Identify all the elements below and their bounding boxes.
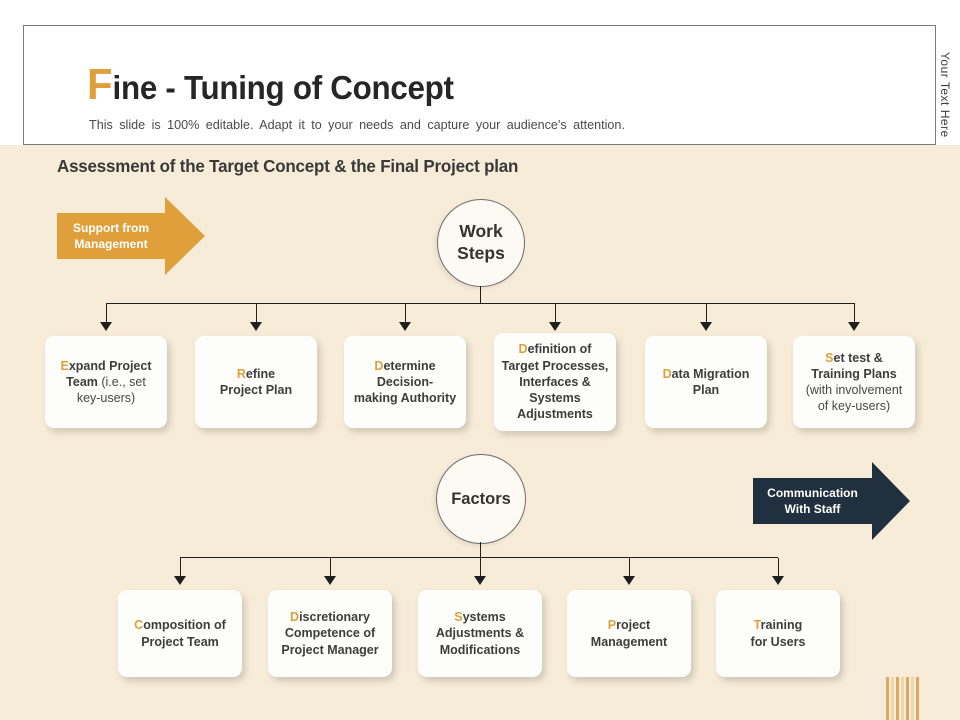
factor-box-project-management[interactable]: Project Management	[567, 590, 691, 677]
down-arrow-icon	[474, 576, 486, 585]
factor-label: Discretionary Competence of Project Mana…	[281, 610, 379, 657]
work-step-box-data-migration-plan[interactable]: Data Migration Plan	[645, 336, 767, 428]
factor-box-composition-project-team[interactable]: Composition of Project Team	[118, 590, 242, 677]
factor-label: Training for Users	[750, 618, 806, 649]
decorative-stripes	[886, 677, 919, 720]
section-heading: Assessment of the Target Concept & the F…	[57, 156, 519, 176]
connector-hline	[106, 303, 855, 304]
down-arrow-icon	[174, 576, 186, 585]
hub-circle-work-steps[interactable]: Work Steps	[437, 199, 525, 287]
work-step-label: Set test & Training Plans (with involvem…	[805, 350, 903, 414]
work-steps-hub-label: Work Steps	[457, 221, 505, 263]
support-arrow-head-icon	[165, 197, 205, 275]
hub-circle-factors[interactable]: Factors	[436, 454, 526, 544]
work-step-box-expand-project-team[interactable]: Expand Project Team (i.e., set key-users…	[45, 336, 167, 428]
factor-label: Project Management	[590, 618, 668, 649]
connector-stem	[629, 558, 630, 576]
connector-stem	[706, 304, 707, 322]
work-step-box-refine-project-plan[interactable]: Refine Project Plan	[195, 336, 317, 428]
down-arrow-icon	[399, 322, 411, 331]
work-step-label: Data Migration Plan	[662, 366, 750, 397]
down-arrow-icon	[848, 322, 860, 331]
connector-stem	[405, 304, 406, 322]
communication-arrow-label: Communication With Staff	[767, 485, 858, 516]
work-step-label: Determine Decision- making Authority	[353, 358, 457, 406]
down-arrow-icon	[772, 576, 784, 585]
factors-hub-label: Factors	[451, 489, 511, 508]
down-arrow-icon	[549, 322, 561, 331]
connector-stem	[330, 558, 331, 576]
down-arrow-icon	[700, 322, 712, 331]
header-panel: Fine - Tuning of Concept This slide is 1…	[23, 25, 936, 145]
support-arrow-label: Support from Management	[73, 220, 149, 251]
connector-hline	[180, 557, 778, 558]
connector-stem	[256, 304, 257, 322]
down-arrow-icon	[250, 322, 262, 331]
connector-stem	[180, 558, 181, 576]
down-arrow-icon	[623, 576, 635, 585]
connector-stem	[778, 558, 779, 576]
connector-stub	[480, 286, 481, 303]
work-step-label: Expand Project Team (i.e., set key-users…	[60, 358, 152, 406]
connector-stem	[480, 558, 481, 576]
page-title: Fine - Tuning of Concept	[87, 60, 454, 110]
connector-stem	[106, 304, 107, 322]
factor-box-discretionary-competence[interactable]: Discretionary Competence of Project Mana…	[268, 590, 392, 677]
connector-stem	[555, 304, 556, 322]
content-panel: Assessment of the Target Concept & the F…	[0, 145, 960, 720]
page-subtitle: This slide is 100% editable. Adapt it to…	[89, 117, 625, 132]
side-note-vertical: Your Text Here	[938, 52, 952, 138]
down-arrow-icon	[100, 322, 112, 331]
connector-stem	[854, 304, 855, 322]
factor-box-systems-adjustments[interactable]: Systems Adjustments & Modifications	[418, 590, 542, 677]
support-arrow[interactable]: Support from Management	[57, 213, 165, 259]
work-step-box-determine-authority[interactable]: Determine Decision- making Authority	[344, 336, 466, 428]
work-step-label: Refine Project Plan	[219, 366, 293, 397]
work-step-label: Definition of Target Processes, Interfac…	[501, 342, 609, 422]
factor-label: Systems Adjustments & Modifications	[435, 610, 525, 657]
connector-stub	[480, 542, 481, 557]
factor-label: Composition of Project Team	[134, 618, 226, 649]
work-step-box-set-test-training-plans[interactable]: Set test & Training Plans (with involvem…	[793, 336, 915, 428]
down-arrow-icon	[324, 576, 336, 585]
work-step-box-definition-target-processes[interactable]: Definition of Target Processes, Interfac…	[494, 333, 616, 431]
communication-arrow[interactable]: Communication With Staff	[753, 478, 872, 524]
communication-arrow-head-icon	[872, 462, 910, 540]
title-text: ine - Tuning of Concept	[112, 69, 454, 106]
title-lead-letter: F	[87, 60, 113, 109]
factor-box-training-for-users[interactable]: Training for Users	[716, 590, 840, 677]
